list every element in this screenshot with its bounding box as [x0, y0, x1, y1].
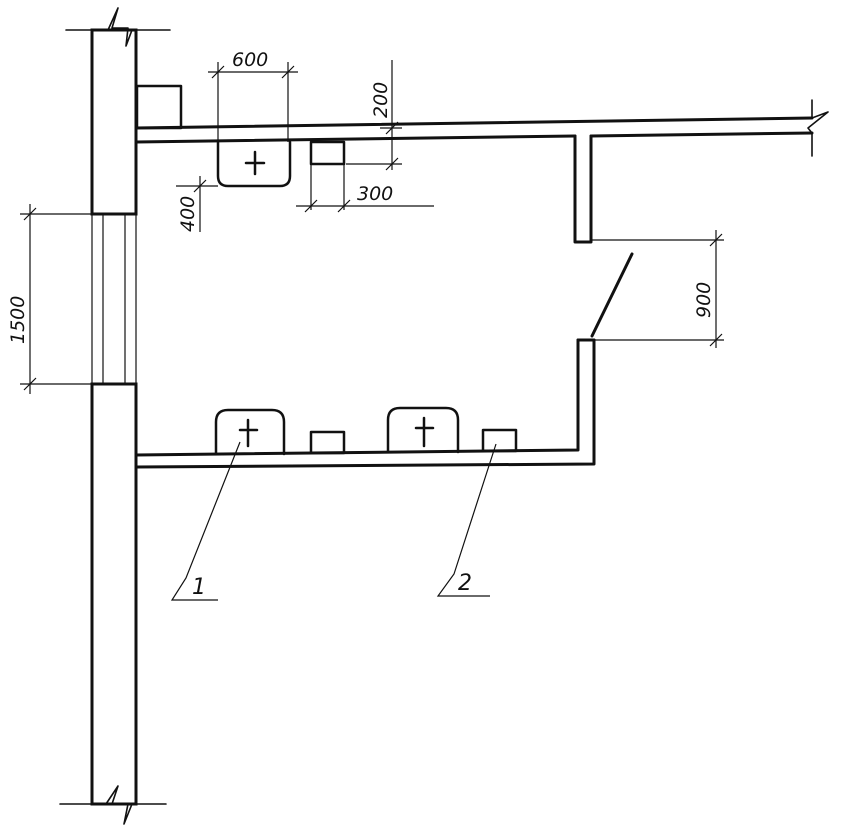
top-fixtures [135, 84, 346, 188]
window-opening [90, 212, 138, 386]
dim-window-width: 1500 [7, 296, 29, 344]
partition-block-2 [481, 428, 518, 453]
urinal-2-drain-icon [414, 416, 435, 448]
urinal-1-drain-icon [238, 418, 259, 448]
dim-urinal-depth: 400 [177, 196, 199, 232]
callout-2: 2 [436, 443, 497, 597]
urinal-2 [386, 406, 460, 454]
callout-1-label: 1 [192, 575, 206, 600]
top-wall [134, 99, 829, 157]
urinal-1 [214, 408, 286, 456]
callout-2-label: 2 [458, 571, 472, 596]
dim-stall-spacing: 300 [357, 183, 393, 205]
left-wall [59, 7, 171, 825]
top-cabinet [135, 84, 183, 130]
break-symbol-top [65, 7, 171, 47]
break-symbol-right [807, 99, 829, 157]
top-partition-block [309, 140, 346, 166]
dim-door-opening: 900 [693, 282, 715, 318]
break-symbol-bottom [59, 785, 167, 825]
callout-1: 1 [170, 441, 241, 601]
top-urinal [216, 140, 292, 188]
door-leaf [590, 252, 634, 338]
dimension-lines [20, 60, 724, 394]
dim-partition-height: 200 [370, 82, 392, 118]
dim-urinal-width: 600 [232, 49, 268, 71]
bottom-fixtures [214, 406, 518, 456]
partition-block-1 [309, 430, 346, 455]
top-urinal-drain-icon [244, 150, 266, 176]
